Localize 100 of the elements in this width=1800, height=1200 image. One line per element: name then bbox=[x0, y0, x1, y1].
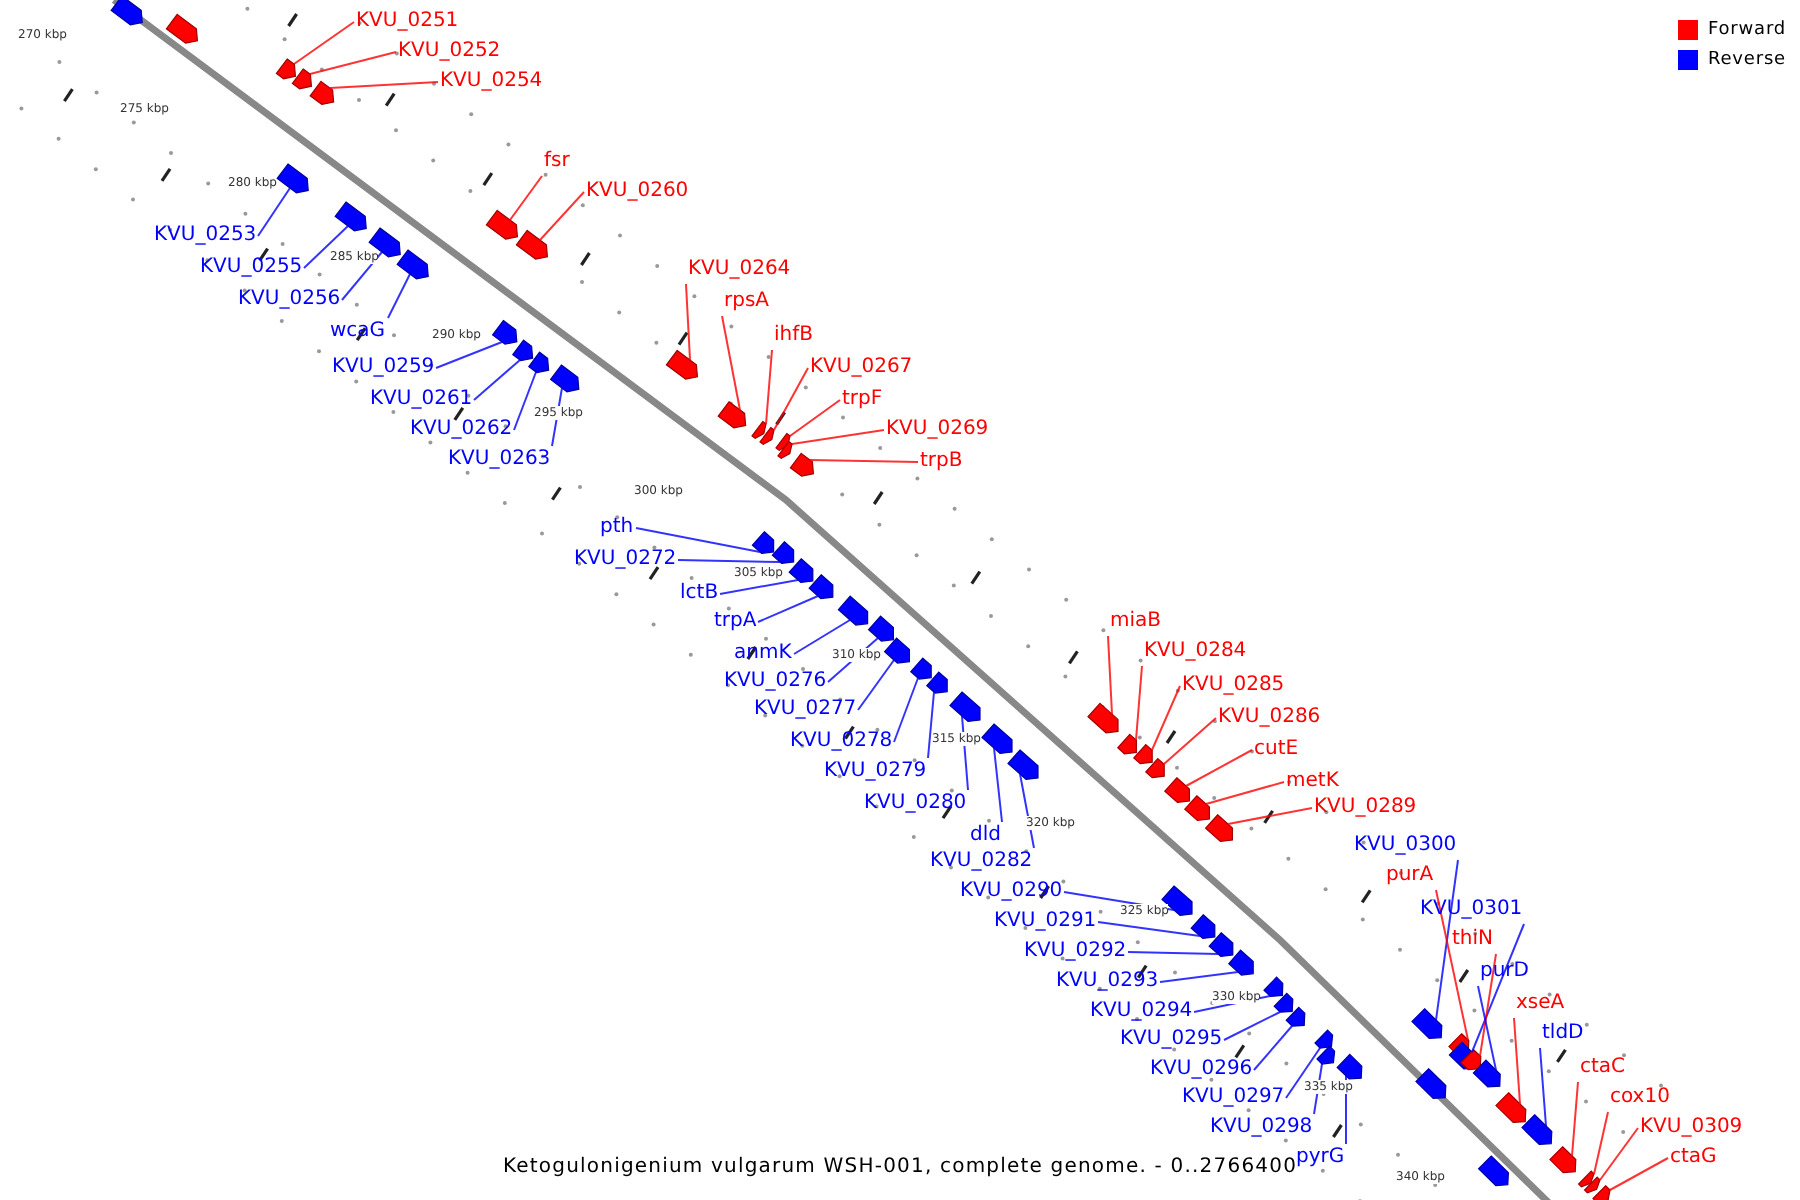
gene-glyph bbox=[1336, 1053, 1363, 1080]
gene-label: miaB bbox=[1110, 610, 1162, 634]
leader-line bbox=[993, 747, 1003, 823]
gene-glyph bbox=[1144, 757, 1165, 779]
leader-line bbox=[1435, 889, 1469, 1041]
leader-line bbox=[793, 619, 851, 655]
leader-line bbox=[1285, 1047, 1321, 1099]
leader-line bbox=[809, 459, 919, 463]
gene-label: KVU_0289 bbox=[1314, 796, 1417, 820]
gene-label: pyrG bbox=[1296, 1146, 1345, 1170]
leader-line bbox=[1593, 1111, 1609, 1175]
leader-line bbox=[509, 175, 543, 221]
legend-label: Forward bbox=[1708, 20, 1786, 42]
gene-label: pth bbox=[600, 516, 634, 540]
gene-glyph bbox=[1116, 733, 1137, 755]
gene-label: purA bbox=[1386, 864, 1434, 888]
leader-line bbox=[1163, 717, 1217, 765]
gene-label: fsr bbox=[544, 150, 570, 174]
gene-glyph bbox=[1592, 1184, 1611, 1200]
gene-glyph bbox=[717, 400, 747, 429]
gene-glyph bbox=[485, 209, 519, 240]
gene-label: KVU_0262 bbox=[410, 418, 513, 442]
leader-line bbox=[1097, 921, 1201, 937]
leader-line bbox=[329, 81, 439, 89]
gene-glyph bbox=[751, 420, 767, 440]
gene-glyph bbox=[515, 229, 549, 260]
gene-label: KVU_0279 bbox=[824, 760, 927, 784]
legend-label: Reverse bbox=[1708, 50, 1786, 72]
gene-glyph bbox=[867, 615, 894, 642]
leader-line bbox=[1127, 951, 1219, 955]
leader-line bbox=[1185, 749, 1253, 787]
gene-label: trpF bbox=[842, 388, 883, 412]
gene-glyph bbox=[334, 201, 367, 232]
leader-line bbox=[435, 341, 503, 369]
gene-label: tldD bbox=[1542, 1022, 1584, 1046]
leader-line bbox=[1435, 859, 1459, 1021]
leader-line bbox=[719, 579, 799, 595]
gene-label: rpsA bbox=[724, 290, 770, 314]
gene-label: KVU_0252 bbox=[398, 40, 501, 64]
leader-line bbox=[473, 359, 521, 401]
gene-label: KVU_0280 bbox=[864, 792, 967, 816]
gene-glyph bbox=[1521, 1113, 1553, 1145]
gene-glyph bbox=[1007, 749, 1039, 781]
leader-line bbox=[1253, 1025, 1293, 1071]
gene-label: KVU_0253 bbox=[154, 224, 257, 248]
leader-line bbox=[1471, 923, 1525, 1053]
gene-label: KVU_0254 bbox=[440, 70, 543, 94]
gene-glyph bbox=[527, 351, 550, 374]
gene-glyph bbox=[909, 657, 932, 680]
gene-glyph bbox=[777, 440, 793, 460]
gene-glyph bbox=[165, 13, 199, 44]
gene-glyph bbox=[396, 249, 429, 280]
gene-glyph bbox=[665, 349, 699, 380]
leader-line bbox=[1571, 1081, 1579, 1157]
gene-glyph bbox=[549, 364, 580, 393]
gene-glyph bbox=[1314, 1029, 1334, 1049]
leader-line bbox=[1513, 1017, 1521, 1105]
gene-label: KVU_0284 bbox=[1144, 640, 1247, 664]
gene-label: KVU_0298 bbox=[1210, 1116, 1313, 1140]
gene-glyph bbox=[275, 58, 297, 80]
gene-glyph bbox=[808, 573, 834, 600]
gene-label: KVU_0267 bbox=[810, 356, 913, 380]
gene-glyph bbox=[1316, 1045, 1336, 1065]
gene-label: KVU_0277 bbox=[754, 698, 857, 722]
gene-glyph bbox=[751, 530, 775, 555]
caption: Ketogulonigenium vulgarum WSH-001, complete genome. - 0..2766400 bbox=[503, 1156, 1298, 1178]
gene-glyph bbox=[1460, 1048, 1482, 1071]
gene-glyph bbox=[1208, 931, 1234, 958]
gene-glyph bbox=[276, 163, 309, 194]
gene-label: KVU_0286 bbox=[1218, 706, 1321, 730]
gene-label: ctaC bbox=[1580, 1056, 1626, 1080]
gene-glyph bbox=[1415, 1067, 1447, 1099]
gene-glyph bbox=[771, 540, 795, 565]
gene-label: KVU_0282 bbox=[930, 850, 1033, 874]
leader-line bbox=[857, 659, 895, 711]
leader-line bbox=[789, 399, 841, 437]
gene-glyph bbox=[883, 637, 910, 664]
gene-glyph bbox=[110, 0, 143, 26]
gene-label: KVU_0291 bbox=[994, 910, 1097, 934]
gene-glyph bbox=[309, 80, 335, 106]
gene-glyph bbox=[1190, 913, 1216, 940]
leader-line bbox=[1223, 1011, 1281, 1041]
gene-label: dld bbox=[970, 824, 1001, 848]
gene-label: lctB bbox=[680, 582, 719, 606]
leader-line bbox=[765, 349, 773, 425]
leader-line bbox=[685, 283, 691, 361]
gene-glyph bbox=[759, 426, 775, 446]
leader-line bbox=[309, 51, 397, 75]
gene-label: KVU_0293 bbox=[1056, 970, 1159, 994]
gene-label: KVU_0255 bbox=[200, 256, 303, 280]
gene-label: KVU_0278 bbox=[790, 730, 893, 754]
gene-label: KVU_0294 bbox=[1090, 1000, 1193, 1024]
leader-line bbox=[1107, 635, 1113, 715]
leader-line bbox=[539, 191, 585, 241]
gene-glyph bbox=[1227, 949, 1254, 976]
gene-glyph bbox=[1411, 1007, 1443, 1039]
gene-label: KVU_0263 bbox=[448, 448, 551, 472]
gene-label: xseA bbox=[1516, 992, 1565, 1016]
gene-label: metK bbox=[1286, 770, 1339, 794]
gene-label: KVU_0276 bbox=[724, 670, 827, 694]
